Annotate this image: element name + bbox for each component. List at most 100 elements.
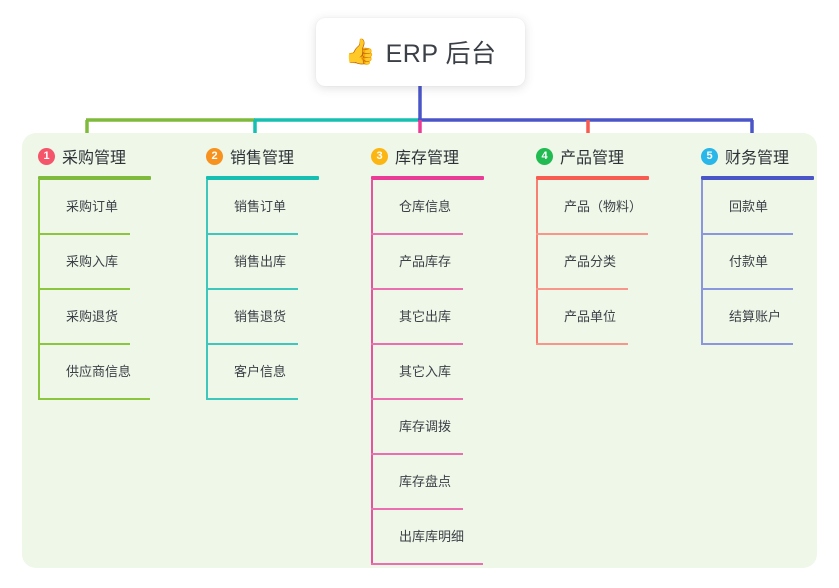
list-item-label: 其它入库 [399, 364, 452, 379]
list-item[interactable]: 采购入库 [38, 235, 182, 290]
column-spine-3 [371, 180, 373, 565]
list-item-label: 其它出库 [399, 309, 452, 324]
column-items-1: 采购订单采购入库采购退货供应商信息 [22, 180, 182, 400]
list-item-label: 供应商信息 [66, 364, 132, 379]
column-header-1[interactable]: 1 采购管理 [22, 143, 182, 169]
list-item-label: 产品（物料） [564, 199, 643, 214]
list-item[interactable]: 采购订单 [38, 180, 182, 235]
list-item[interactable]: 客户信息 [206, 345, 350, 400]
column-header-5[interactable]: 5 财务管理 [685, 143, 839, 169]
column-rule-5 [701, 176, 814, 180]
list-item-rule [371, 343, 463, 345]
column-title-2: 销售管理 [230, 150, 295, 167]
column-2: 2 销售管理销售订单销售出库销售退货客户信息 [190, 143, 350, 400]
column-title-5: 财务管理 [725, 150, 790, 167]
list-item-rule [701, 343, 793, 345]
list-item[interactable]: 产品库存 [371, 235, 515, 290]
list-item-label: 销售退货 [234, 309, 287, 324]
list-item[interactable]: 结算账户 [701, 290, 839, 345]
list-item-label: 产品分类 [564, 254, 617, 269]
list-item-rule [371, 288, 463, 290]
column-5: 5 财务管理回款单付款单结算账户 [685, 143, 839, 345]
list-item[interactable]: 供应商信息 [38, 345, 182, 400]
column-badge-1: 1 [38, 147, 55, 165]
list-item[interactable]: 产品（物料） [536, 180, 680, 235]
list-item[interactable]: 库存调拨 [371, 400, 515, 455]
list-item[interactable]: 销售订单 [206, 180, 350, 235]
list-item-rule [371, 563, 483, 565]
column-4: 4 产品管理产品（物料） 产品分类产品单位 [520, 143, 680, 345]
column-badge-3: 3 [371, 147, 388, 165]
column-rule-2 [206, 176, 319, 180]
column-rule-4 [536, 176, 649, 180]
column-badge-4: 4 [536, 147, 553, 165]
list-item-rule [206, 343, 298, 345]
list-item[interactable]: 仓库信息 [371, 180, 515, 235]
list-item-label: 采购订单 [66, 199, 119, 214]
column-header-3[interactable]: 3 库存管理 [355, 143, 515, 169]
list-item[interactable]: 付款单 [701, 235, 839, 290]
list-item-rule [371, 398, 463, 400]
list-item-label: 采购退货 [66, 309, 119, 324]
column-items-2: 销售订单销售出库销售退货客户信息 [190, 180, 350, 400]
list-item-label: 出库库明细 [399, 529, 465, 544]
column-header-2[interactable]: 2 销售管理 [190, 143, 350, 169]
column-3: 3 库存管理仓库信息产品库存其它出库其它入库库存调拨库存盘点出库库明细 [355, 143, 515, 565]
list-item-rule [206, 288, 298, 290]
column-rule-1 [38, 176, 151, 180]
column-rule-3 [371, 176, 484, 180]
list-item-rule [536, 288, 628, 290]
list-item-label: 结算账户 [729, 309, 782, 324]
column-spine-4 [536, 180, 538, 345]
list-item-label: 库存盘点 [399, 474, 452, 489]
column-items-3: 仓库信息产品库存其它出库其它入库库存调拨库存盘点出库库明细 [355, 180, 515, 565]
list-item[interactable]: 产品分类 [536, 235, 680, 290]
column-items-5: 回款单付款单结算账户 [685, 180, 839, 345]
list-item[interactable]: 产品单位 [536, 290, 680, 345]
list-item[interactable]: 回款单 [701, 180, 839, 235]
thumbs-up-icon: 👍 [344, 37, 376, 66]
list-item-rule [38, 288, 130, 290]
list-item-rule [371, 233, 463, 235]
list-item[interactable]: 销售出库 [206, 235, 350, 290]
list-item-label: 库存调拨 [399, 419, 452, 434]
list-item[interactable]: 采购退货 [38, 290, 182, 345]
list-item-rule [38, 233, 130, 235]
list-item-rule [371, 508, 463, 510]
column-badge-2: 2 [206, 147, 223, 165]
list-item-rule [536, 343, 628, 345]
column-1: 1 采购管理采购订单采购入库采购退货供应商信息 [22, 143, 182, 400]
list-item[interactable]: 库存盘点 [371, 455, 515, 510]
list-item[interactable]: 销售退货 [206, 290, 350, 345]
diagram-panel [22, 133, 817, 568]
list-item[interactable]: 其它入库 [371, 345, 515, 400]
list-item-rule [38, 398, 150, 400]
list-item-label: 回款单 [729, 199, 769, 214]
column-title-3: 库存管理 [395, 150, 460, 167]
root-node[interactable]: 👍 ERP 后台 [316, 18, 525, 86]
column-title-4: 产品管理 [560, 150, 625, 167]
list-item-rule [38, 343, 130, 345]
column-spine-5 [701, 180, 703, 345]
root-title: ERP 后台 [385, 40, 497, 68]
list-item-label: 产品单位 [564, 309, 617, 324]
column-title-1: 采购管理 [62, 150, 127, 167]
list-item-label: 销售订单 [234, 199, 287, 214]
column-items-4: 产品（物料） 产品分类产品单位 [520, 180, 680, 345]
list-item-rule [371, 453, 463, 455]
list-item-label: 付款单 [729, 254, 769, 269]
list-item-label: 产品库存 [399, 254, 452, 269]
list-item-label: 采购入库 [66, 254, 119, 269]
column-header-4[interactable]: 4 产品管理 [520, 143, 680, 169]
list-item-rule [701, 233, 793, 235]
list-item-rule [701, 288, 793, 290]
list-item[interactable]: 出库库明细 [371, 510, 515, 565]
column-spine-2 [206, 180, 208, 400]
list-item-label: 客户信息 [234, 364, 287, 379]
list-item-label: 销售出库 [234, 254, 287, 269]
list-item[interactable]: 其它出库 [371, 290, 515, 345]
list-item-rule [206, 398, 298, 400]
column-badge-5: 5 [701, 147, 718, 165]
list-item-rule [206, 233, 298, 235]
column-spine-1 [38, 180, 40, 400]
